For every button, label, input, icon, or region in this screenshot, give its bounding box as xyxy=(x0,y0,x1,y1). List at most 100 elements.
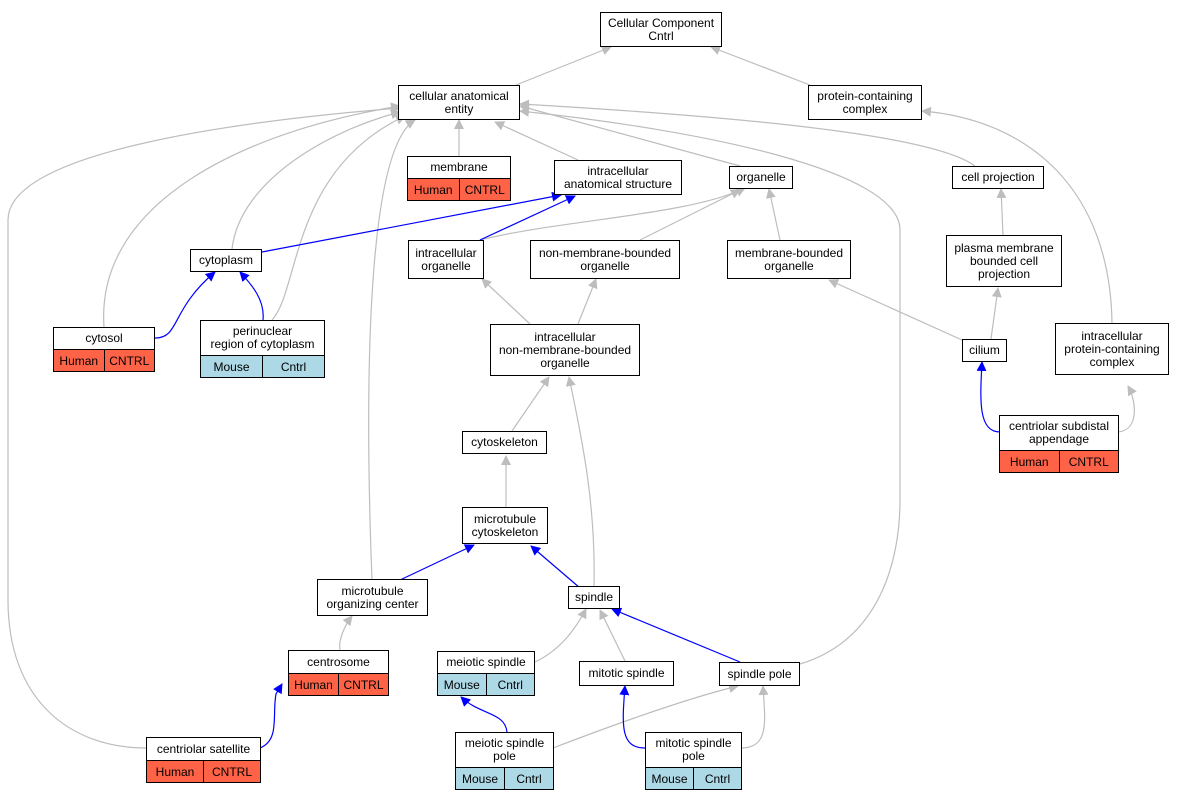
tag-human: Human xyxy=(147,761,203,782)
edge-cytoplasm-ias xyxy=(261,191,562,253)
node-plasma-membrane-bounded-cell-projection[interactable]: plasma membrane bounded cell projection xyxy=(946,235,1062,287)
tag-cntrl: Cntrl xyxy=(504,768,553,789)
tag-human: Human xyxy=(289,674,338,695)
node-mitotic-spindle-pole[interactable]: mitotic spindle pole Mouse Cntrl xyxy=(645,732,742,790)
node-label: cytoskeleton xyxy=(471,435,538,449)
edge-centrosome-mtoc xyxy=(339,615,353,651)
edge-meioticspindle-spindle xyxy=(534,608,587,663)
node-cytoskeleton[interactable]: cytoskeleton xyxy=(462,431,547,454)
node-mitotic-spindle[interactable]: mitotic spindle xyxy=(579,661,674,686)
edge-inmbo-intorg xyxy=(481,278,531,325)
node-label: non-membrane-bounded organelle xyxy=(538,245,672,273)
edge-pmbcp-cellproj xyxy=(996,188,1007,236)
tag-cntrl: Cntrl xyxy=(485,674,534,695)
edge-cytoplasm-cae xyxy=(231,109,401,250)
species-tags: Mouse Cntrl xyxy=(456,767,553,789)
tag-human: Human xyxy=(54,350,104,371)
edge-mtoc-cae xyxy=(368,119,416,581)
edge-csa-cilium xyxy=(976,361,1001,433)
species-tags: Human CNTRL xyxy=(289,673,388,695)
node-centriolar-subdistal-appendage[interactable]: centriolar subdistal appendage Human CNT… xyxy=(999,415,1119,473)
node-perinuclear-region-of-cytoplasm[interactable]: perinuclear region of cytoplasm Mouse Cn… xyxy=(200,320,325,378)
node-label: cilium xyxy=(969,343,1000,357)
node-label: cell projection xyxy=(961,170,1035,184)
edge-centsat-cae xyxy=(7,103,401,749)
node-label: intracellular anatomical structure xyxy=(563,163,673,191)
node-cytoplasm[interactable]: cytoplasm xyxy=(190,249,262,272)
node-intracellular-non-membrane-bounded-organelle[interactable]: intracellular non-membrane-bounded organ… xyxy=(490,324,640,376)
edge-spindlepole-cae xyxy=(519,106,901,665)
node-meiotic-spindle-pole[interactable]: meiotic spindle pole Mouse Cntrl xyxy=(455,732,554,790)
node-label: meiotic spindle pole xyxy=(464,736,545,763)
edge-spindlepole-spindle xyxy=(611,607,741,663)
node-label: meiotic spindle xyxy=(446,655,526,669)
edge-mtoc-mtcyto xyxy=(399,544,475,581)
node-spindle[interactable]: spindle xyxy=(568,586,620,609)
node-intracellular-anatomical-structure[interactable]: intracellular anatomical structure xyxy=(554,160,682,195)
tag-cntrl: Cntrl xyxy=(693,768,741,789)
node-label: centriolar satellite xyxy=(156,741,251,756)
node-cilium[interactable]: cilium xyxy=(962,339,1007,362)
tag-cntrl: CNTRL xyxy=(103,350,154,371)
edge-intorg-organelle xyxy=(479,187,746,241)
node-label: intracellular protein-containing complex xyxy=(1064,328,1160,369)
edge-organelle-cae xyxy=(519,103,741,167)
edge-spindle-mtcyto xyxy=(530,545,581,589)
node-label: cytoplasm xyxy=(198,253,254,267)
edge-ipcc-pcc xyxy=(921,106,1113,324)
edge-pcc-root xyxy=(710,45,811,86)
node-label: spindle pole xyxy=(727,666,792,681)
node-membrane-bounded-organelle[interactable]: membrane-bounded organelle xyxy=(727,240,851,279)
node-label: cytosol xyxy=(85,331,123,345)
edge-msp-spindlepole xyxy=(552,683,739,749)
node-cell-projection[interactable]: cell projection xyxy=(952,166,1044,189)
node-label: centriolar subdistal appendage xyxy=(1008,419,1110,446)
node-non-membrane-bounded-organelle[interactable]: non-membrane-bounded organelle xyxy=(530,240,680,279)
node-cellular-component[interactable]: Cellular Component Cntrl xyxy=(600,12,722,47)
node-label: membrane xyxy=(430,160,488,174)
node-intracellular-protein-containing-complex[interactable]: intracellular protein-containing complex xyxy=(1055,323,1169,375)
edge-mbo-organelle xyxy=(766,188,781,241)
tag-cntrl: CNTRL xyxy=(338,674,388,695)
node-label: organelle xyxy=(736,170,786,184)
edge-cilium-pmbcp xyxy=(990,287,1002,340)
edge-intorg-ias xyxy=(479,195,576,241)
species-tags: Mouse Cntrl xyxy=(438,673,534,695)
edge-cytoskeleton-inmbo xyxy=(511,376,550,432)
node-membrane[interactable]: membrane Human CNTRL xyxy=(407,156,511,201)
node-label: plasma membrane bounded cell projection xyxy=(954,240,1054,281)
node-microtubule-organizing-center[interactable]: microtubule organizing center xyxy=(317,579,428,616)
node-cytosol[interactable]: cytosol Human CNTRL xyxy=(53,327,155,372)
node-cellular-anatomical-entity[interactable]: cellular anatomical entity xyxy=(398,85,520,120)
node-label: intracellular organelle xyxy=(415,245,477,273)
node-label: intracellular non-membrane-bounded organ… xyxy=(498,329,632,370)
edge-mitoticspindle-spindle xyxy=(599,609,626,662)
edge-cilium-mbo xyxy=(828,279,963,341)
species-tags: Human CNTRL xyxy=(147,760,260,782)
edge-cytosol-cae xyxy=(103,102,401,328)
species-tags: Mouse Cntrl xyxy=(201,355,324,377)
tag-mouse: Mouse xyxy=(456,768,504,789)
edge-mitsp-mitoticspindle xyxy=(619,685,646,749)
edge-perinuclear-cae xyxy=(271,115,406,321)
tag-mouse: Mouse xyxy=(646,768,693,789)
edge-inmbo-nmbo xyxy=(577,278,598,325)
node-protein-containing-complex[interactable]: protein-containing complex xyxy=(808,85,922,120)
tag-mouse: Mouse xyxy=(201,356,262,377)
tag-cntrl: CNTRL xyxy=(458,179,510,200)
node-organelle[interactable]: organelle xyxy=(729,166,793,189)
edge-nmbo-organelle xyxy=(639,189,741,241)
edge-csa-ipcc xyxy=(1117,385,1137,433)
node-centriolar-satellite[interactable]: centriolar satellite Human CNTRL xyxy=(146,737,261,783)
node-centrosome[interactable]: centrosome Human CNTRL xyxy=(288,650,389,696)
node-label: membrane-bounded organelle xyxy=(734,245,844,273)
species-tags: Mouse Cntrl xyxy=(646,767,741,789)
node-meiotic-spindle[interactable]: meiotic spindle Mouse Cntrl xyxy=(437,651,535,696)
node-label: perinuclear region of cytoplasm xyxy=(210,324,315,351)
node-spindle-pole[interactable]: spindle pole xyxy=(719,662,800,686)
node-microtubule-cytoskeleton[interactable]: microtubule cytoskeleton xyxy=(462,507,548,544)
node-label: centrosome xyxy=(307,654,370,669)
node-label: Cellular Component Cntrl xyxy=(607,15,715,43)
node-intracellular-organelle[interactable]: intracellular organelle xyxy=(408,240,484,279)
